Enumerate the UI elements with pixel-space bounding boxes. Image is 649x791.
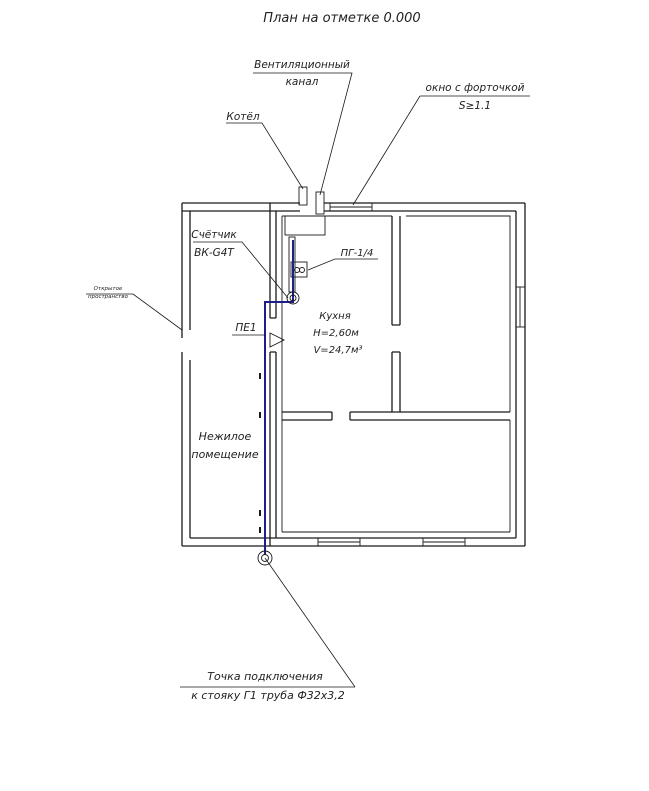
meter-label-line1: Счётчик: [191, 229, 237, 241]
boiler-label: Котёл: [226, 111, 259, 123]
connection-label-line1: Точка подключения: [207, 670, 323, 683]
window-label-line1: окно с форточкой: [426, 82, 525, 94]
right-window: [515, 286, 526, 328]
open-space-label-line2: пространство: [88, 294, 129, 300]
meter-label-line2: ВК-G4T: [194, 247, 235, 259]
drawing-title: План на отметке 0.000: [263, 11, 420, 26]
leader-lines: [86, 72, 530, 688]
pipe-arrow-markers: [259, 373, 261, 533]
nonresidential-label-line1: Нежилое: [199, 430, 252, 443]
riser-circle-upper: [286, 291, 300, 305]
boiler-unit: [284, 215, 326, 236]
vent-label-line2: канал: [286, 76, 319, 88]
ventilation-ducts: [298, 186, 325, 215]
kitchen-height: H=2,60м: [313, 328, 359, 339]
connection-label-line2: к стояку Г1 труба Ф32х3,2: [191, 689, 345, 702]
interior-walls: [269, 203, 511, 546]
pg-label: ПГ-1/4: [341, 248, 374, 259]
gas-stove-symbol: [290, 261, 308, 278]
kitchen-volume: V=24,7м³: [313, 345, 362, 356]
pe-label: ПЕ1: [235, 322, 256, 334]
windows: [317, 202, 526, 547]
kitchen-name: Кухня: [319, 311, 351, 322]
window-label-line2: S≥1.1: [459, 100, 491, 112]
vent-label-line1: Вентиляционный: [254, 59, 350, 71]
riser-circle-connection: [257, 550, 273, 566]
nonresidential-label-line2: помещение: [191, 448, 258, 461]
annotation-labels: Вентиляционный канал окно с форточкой S≥…: [88, 59, 525, 702]
flow-arrow-icon: [269, 332, 286, 348]
open-space-label-line1: Открытое: [94, 286, 123, 292]
gas-pipe-route: [264, 286, 294, 554]
